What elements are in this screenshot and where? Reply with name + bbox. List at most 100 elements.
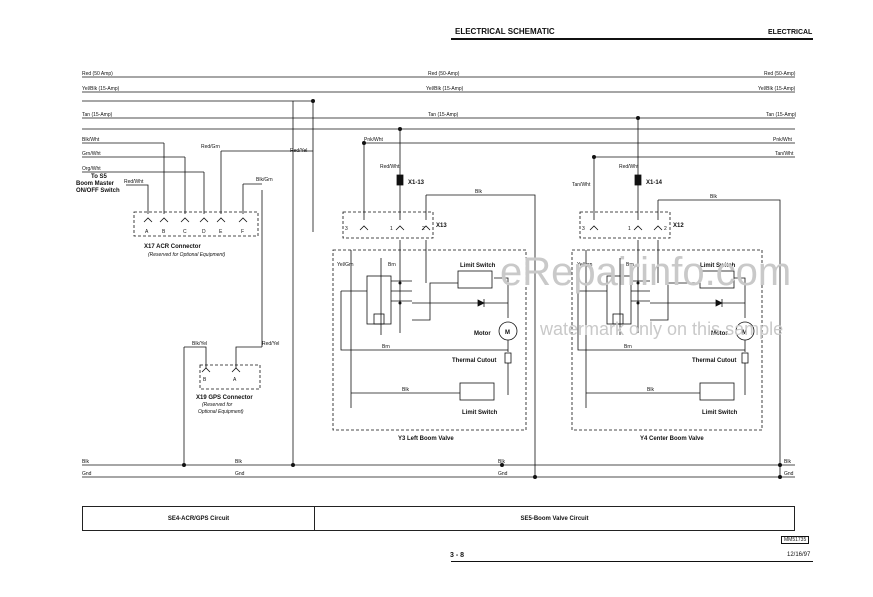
wire-label: Pnk/Wht [364,137,384,143]
circuit-table: SE4-ACR/GPS Circuit SE5-Boom Valve Circu… [82,506,795,531]
y3-thermal-cutout: Thermal Cutout [452,358,496,364]
wire-label: Brn [626,262,634,268]
wire-label: Red/Wht [380,164,400,170]
wire-label: Red/Grn [201,144,220,150]
y4-motor-label: Motor [711,331,728,337]
wire-label: Tan (15-Amp) [428,112,459,118]
circuit-right: SE5-Boom Valve Circuit [520,515,589,522]
x17-title: X17 ACR Connector [144,244,201,250]
wire-label: Tan/Wht [572,182,591,188]
wire-label: Red (50 Amp) [82,71,113,77]
x13-label: X13 [436,223,447,229]
wire-label: Yel/Grn [337,262,354,268]
wire-label: Red/Yel [262,341,279,347]
x1-14-label: X1-14 [646,180,663,186]
x13-plug-housing [342,211,434,239]
pin-layer [143,217,663,373]
y4-title: Y4 Center Boom Valve [640,436,704,442]
wire-layer [82,76,795,478]
watermark-site: eRepairinfo.com [500,250,791,294]
x19-connector-housing [199,364,261,390]
x12-pin-1: 1 [628,226,631,232]
watermark-note: watermark only on this sample [539,319,783,339]
x17-pin-f: F [241,229,244,235]
wire-label: Red (50-Amp) [428,71,460,77]
wire-label: Gnd [784,471,794,477]
x17-connector-housing [133,211,259,237]
y3-limit-switch-top: Limit Switch [460,263,496,269]
y4-valve-housing [571,249,763,431]
s5-label-line1: To S5 [91,174,108,180]
wire-label: Blk [402,387,409,393]
wire-label: Tan (15-Amp) [82,112,113,118]
housing-layer [133,211,763,431]
x19-note-line2: Optional Equipment) [198,409,244,415]
y4-motor-symbol: M [742,330,747,336]
wire-label: Blk [498,459,505,465]
header-rule [451,38,813,40]
wire-label: Blk [710,194,717,200]
wire-label: Org/Wht [82,166,101,172]
y3-motor-symbol: M [505,330,510,336]
page-title: ELECTRICAL SCHEMATIC [455,27,555,36]
wire-label: Tan (15-Amp) [766,112,797,118]
x19-title: X19 GPS Connector [196,395,253,401]
x12-label: X12 [673,223,684,229]
x13-pin-2: 2 [422,226,425,232]
x12-pin-2: 2 [664,226,667,232]
wire-label: Brn [382,344,390,350]
wire-label: Red (50-Amp) [764,71,796,77]
s5-label-line3: ON/OFF Switch [76,188,120,194]
wire-label: Blk [82,459,89,465]
wire-label: Red/Yel [290,148,307,154]
y3-title: Y3 Left Boom Valve [398,436,454,442]
y3-motor-label: Motor [474,331,491,337]
x17-pin-a: A [145,229,149,235]
document-code: MM51735 [781,536,810,544]
x17-pin-b: B [162,229,166,235]
wire-label: Yel/Blk (15-Amp) [82,86,120,92]
wire-label: Gnd [235,471,245,477]
y3-valve-housing [332,249,527,431]
wire-label: Red/Wht [619,164,639,170]
x12-plug-housing [579,211,671,239]
x17-note: (Reserved for Optional Equipment) [148,252,226,258]
footer-rule [451,561,813,562]
y3-limit-switch-bottom: Limit Switch [462,410,498,416]
wire-label: Yel/grn [577,262,593,268]
x1-13-label: X1-13 [408,180,425,186]
wire-label: Brn [624,344,632,350]
wire-label: Blk [784,459,791,465]
wire-label: Brn [388,262,396,268]
diode-layer [477,299,723,307]
wire-label: Blk [475,189,482,195]
wire-label: Blk [647,387,654,393]
fuse-layer [396,174,642,186]
wire-label: Blk/Yel [192,341,207,347]
wire-label: Gnd [82,471,92,477]
wire-label: Blk/Wht [82,137,100,143]
x19-pin-b: B [203,377,207,383]
y4-limit-switch-bottom: Limit Switch [702,410,738,416]
wire-label: Red/Wht [124,179,144,185]
x12-pin-3: 3 [582,226,585,232]
x17-pin-c: C [183,229,187,235]
x17-pin-d: D [202,229,206,235]
wire-label: Yel/Blk (15-Amp) [426,86,464,92]
wire-label: Gnd [498,471,508,477]
circuit-left: SE4-ACR/GPS Circuit [83,507,315,530]
y4-limit-switch-top: Limit Switch [700,263,736,269]
x19-note-line1: (Reserved for [202,402,233,408]
wire-label: Grn/Wht [82,151,101,157]
s5-label-line2: Boom Master [76,181,115,187]
x19-pin-a: A [233,377,237,383]
revision-date: 12/16/97 [787,552,811,558]
x17-pin-e: E [219,229,223,235]
wire-label: Pnk/Wht [773,137,793,143]
x13-pin-1: 1 [390,226,393,232]
wire-label: Yel/Blk (15-Amp) [758,86,796,92]
wire-label: Tan/Wht [775,151,794,157]
splice-dots [182,99,782,479]
